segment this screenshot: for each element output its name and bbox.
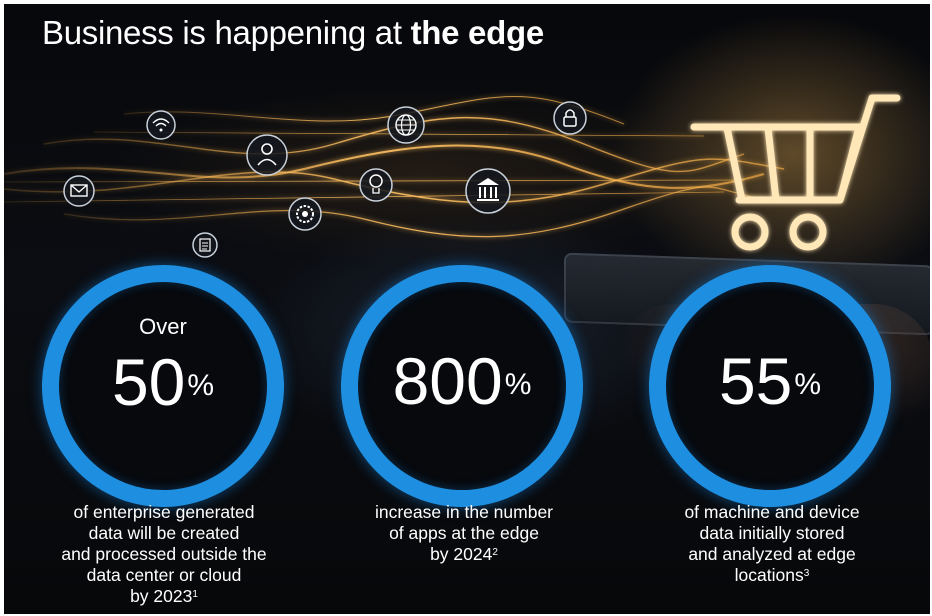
stat-3-caption: of machine and device data initially sto…	[632, 502, 912, 586]
stat-3-value: 55	[718, 344, 793, 418]
caption-line: of enterprise generated	[73, 502, 255, 522]
footnote-mark: 1	[192, 589, 198, 600]
stat-ring-2	[341, 265, 583, 507]
caption-last: by 2023	[130, 586, 193, 606]
stat-2-unit: %	[504, 368, 532, 401]
document-icon	[192, 232, 218, 258]
caption-line: data will be created	[88, 523, 240, 543]
stat-2-value-wrap: 800%	[341, 348, 583, 414]
shopping-cart-icon	[690, 94, 901, 251]
stat-3-value-wrap: 55%	[649, 348, 891, 414]
lightbulb-icon	[359, 168, 393, 202]
lock-icon	[553, 101, 587, 135]
stat-1-value: 50	[111, 345, 186, 419]
caption-last: by 2024	[430, 544, 493, 564]
stat-3-unit: %	[794, 368, 822, 401]
email-icon	[63, 175, 95, 207]
person-icon	[246, 134, 288, 176]
caption-line: of apps at the edge	[389, 523, 539, 543]
title-prefix: Business is happening at	[42, 14, 411, 51]
stat-1-caption: of enterprise generated data will be cre…	[24, 502, 304, 607]
globe-icon	[387, 106, 425, 144]
caption-line: locations3	[632, 565, 912, 586]
caption-line: and analyzed at edge	[688, 544, 856, 564]
stat-1-unit: %	[187, 369, 215, 402]
caption-line: data initially stored	[699, 523, 845, 543]
stat-2-value: 800	[392, 344, 503, 418]
footnote-mark: 2	[492, 547, 498, 558]
infographic-panel: Business is happening at the edge	[4, 4, 930, 614]
page-title: Business is happening at the edge	[42, 14, 544, 52]
caption-line: data center or cloud	[86, 565, 242, 585]
caption-line: and processed outside the	[61, 544, 267, 564]
footnote-mark: 3	[803, 568, 810, 579]
caption-last: locations	[734, 565, 804, 585]
caption-line: of machine and device	[684, 502, 860, 522]
title-emphasis: the edge	[410, 14, 545, 51]
stat-2-caption: increase in the number of apps at the ed…	[324, 502, 604, 565]
network-illustration	[4, 94, 901, 258]
caption-line: by 20231	[24, 586, 304, 607]
stat-1-value-wrap: 50%	[42, 349, 284, 415]
bank-icon	[465, 168, 511, 214]
caption-line: increase in the number	[374, 502, 554, 522]
icon-bubbles	[63, 101, 587, 258]
stat-1-prefix: Over	[139, 314, 187, 339]
caption-line: by 20242	[324, 544, 604, 565]
wifi-icon	[146, 110, 176, 140]
gear-icon	[288, 197, 322, 231]
